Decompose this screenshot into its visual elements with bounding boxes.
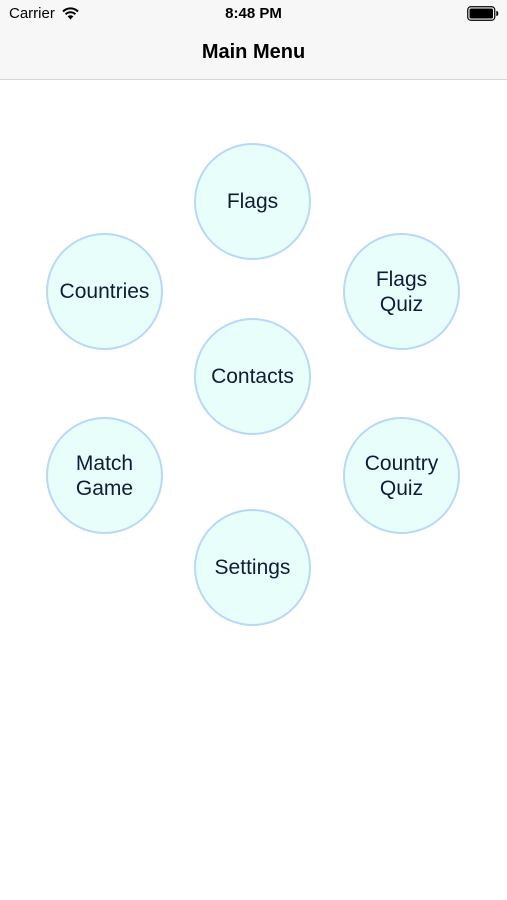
battery-icon [467, 6, 499, 21]
countries-button-label: Countries [59, 280, 150, 303]
settings-button-label: Settings [214, 556, 291, 579]
match-game-button-label: Match Game [75, 451, 134, 500]
navigation-bar: Main Menu [0, 28, 507, 80]
countries-button[interactable]: Countries [46, 233, 163, 350]
flags-quiz-button-label: Flags Quiz [375, 267, 428, 316]
carrier-label: Carrier [9, 5, 55, 22]
flags-button-label: Flags [226, 190, 279, 213]
status-time: 8:48 PM [225, 5, 282, 22]
settings-button[interactable]: Settings [194, 509, 311, 626]
flags-quiz-button[interactable]: Flags Quiz [343, 233, 460, 350]
flags-button[interactable]: Flags [194, 143, 311, 260]
match-game-button[interactable]: Match Game [46, 417, 163, 534]
contacts-button-label: Contacts [211, 365, 294, 388]
status-bar: Carrier 8:48 PM [0, 0, 507, 28]
page-title: Main Menu [201, 41, 306, 63]
wifi-icon [62, 7, 79, 20]
contacts-button[interactable]: Contacts [194, 318, 311, 435]
country-quiz-button[interactable]: Country Quiz [343, 417, 460, 534]
country-quiz-button-label: Country Quiz [364, 451, 439, 500]
